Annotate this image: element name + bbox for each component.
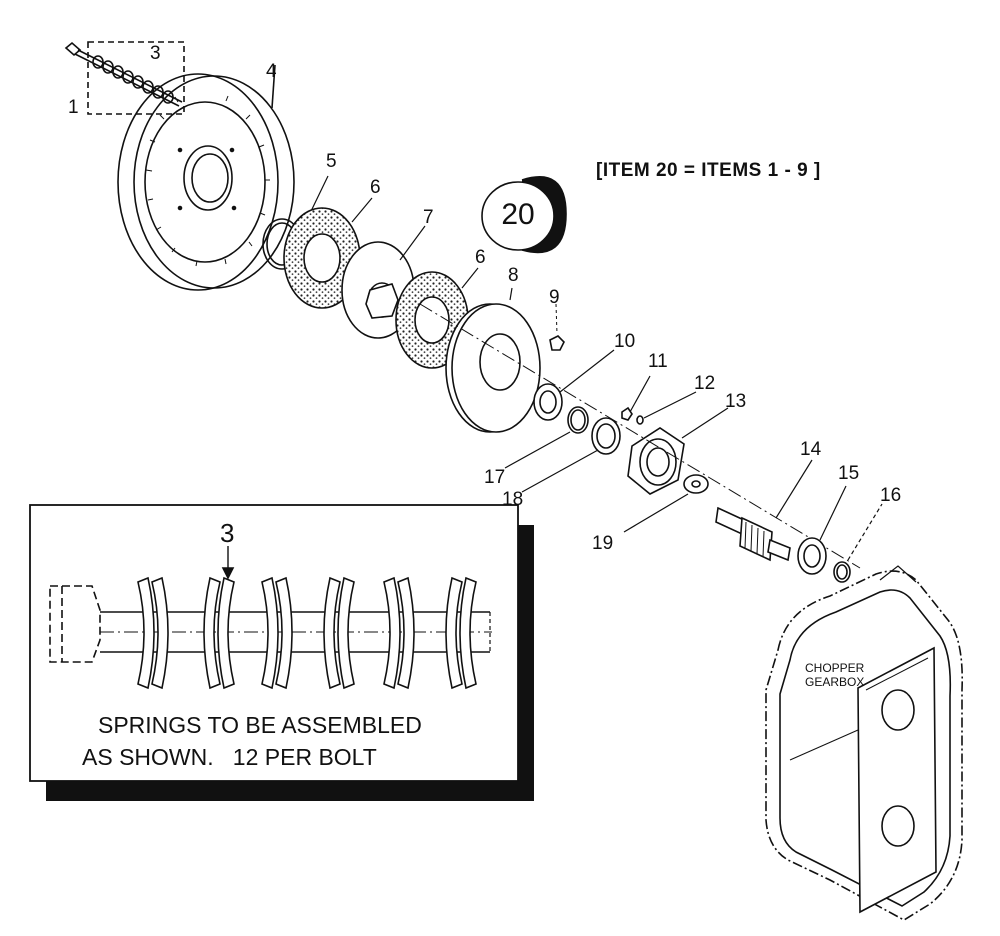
callout-17: 17 — [484, 467, 506, 488]
callout-7: 7 — [423, 207, 434, 228]
snap-ring-item-16 — [833, 503, 883, 583]
callout-13: 13 — [725, 391, 747, 412]
callout-10: 10 — [614, 331, 636, 352]
callout-4: 4 — [266, 61, 277, 82]
callout-9: 9 — [549, 287, 560, 308]
callout-12: 12 — [694, 373, 716, 394]
callout-8: 8 — [508, 265, 519, 286]
bolt-item-11 — [621, 375, 651, 421]
callout-1: 1 — [68, 97, 79, 118]
spring-washers-item-3 — [87, 41, 185, 115]
callout-18: 18 — [502, 489, 524, 510]
gearbox-label-line2: GEARBOX — [805, 675, 865, 689]
bearing-item-15 — [797, 485, 847, 575]
item-20-note: [ITEM 20 = ITEMS 1 - 9 ] — [596, 160, 821, 181]
friction-disc-item-6a — [283, 197, 373, 309]
callout-6b: 6 — [475, 247, 486, 268]
callout-5: 5 — [326, 151, 337, 172]
gearbox-label-line1: CHOPPER — [805, 661, 865, 675]
needle-bearing-item-18 — [521, 417, 621, 493]
callout-15: 15 — [838, 463, 860, 484]
callout-14: 14 — [800, 439, 822, 460]
spring-assembly-inset — [29, 504, 534, 801]
callout-16: 16 — [880, 485, 902, 506]
callout-6a: 6 — [370, 177, 381, 198]
chopper-gearbox — [765, 565, 964, 921]
callout-19: 19 — [592, 533, 614, 554]
bearing-housing-item-13 — [627, 407, 729, 495]
inset-item-number: 3 — [220, 518, 235, 548]
callout-11: 11 — [648, 351, 668, 372]
flywheel-housing-item-4 — [117, 64, 295, 291]
bearing-item-10 — [533, 349, 615, 421]
nut-item-9 — [549, 303, 565, 351]
splined-shaft-item-14 — [715, 459, 813, 562]
badge-20 — [481, 176, 567, 254]
snap-ring-item-17 — [504, 406, 589, 469]
inset-line-2: AS SHOWN. 12 PER BOLT — [82, 744, 377, 770]
washer-item-12 — [636, 391, 697, 425]
pressure-plate-item-8 — [445, 287, 541, 433]
callout-3: 3 — [150, 43, 161, 64]
badge-20-label: 20 — [501, 198, 535, 231]
inset-line-1: SPRINGS TO BE ASSEMBLED — [98, 712, 422, 738]
washer-item-19 — [623, 474, 709, 533]
